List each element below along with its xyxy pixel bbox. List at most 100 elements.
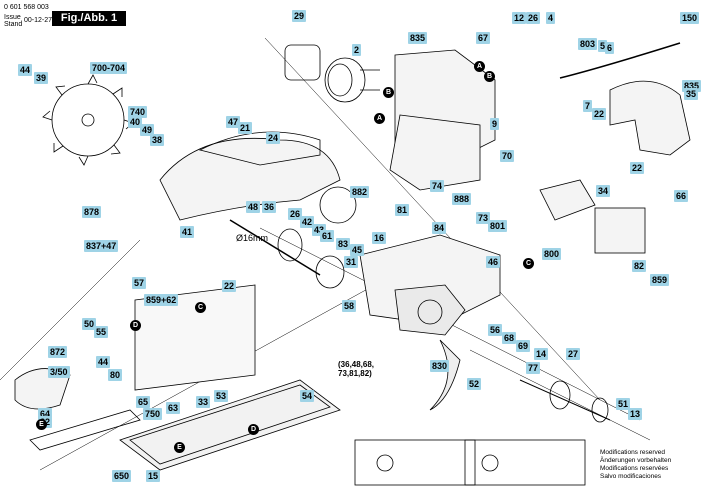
group-note: (36,48,68, 73,81,82) bbox=[338, 360, 375, 378]
part-number-label: 27 bbox=[566, 348, 581, 360]
part-number-label: 48 bbox=[246, 201, 261, 213]
part-number-label: 26 bbox=[526, 12, 541, 24]
part-number-label: 50 bbox=[82, 318, 97, 330]
part-number-label: 31 bbox=[344, 256, 359, 268]
part-number-label: 56 bbox=[488, 324, 503, 336]
part-number-label: 57 bbox=[132, 277, 147, 289]
part-number-label: 83 bbox=[336, 238, 351, 250]
part-number-label: 22 bbox=[592, 108, 607, 120]
part-number-label: 12 bbox=[512, 12, 527, 24]
part-number-label: 13 bbox=[628, 408, 643, 420]
saw-blade bbox=[42, 74, 134, 166]
part-number-label: 52 bbox=[467, 378, 482, 390]
part-number-label: 859+62 bbox=[144, 294, 179, 306]
part-number-label: 49 bbox=[140, 124, 155, 136]
part-number-label: 5 bbox=[598, 40, 608, 52]
part-number-label: 47 bbox=[226, 116, 241, 128]
part-number-label: 73 bbox=[476, 212, 491, 224]
part-number-label: 3/50 bbox=[48, 366, 70, 378]
part-number-label: 58 bbox=[342, 300, 357, 312]
part-number-label: 69 bbox=[516, 340, 531, 352]
note: Modifications reserved bbox=[600, 449, 666, 456]
part-number-label: 34 bbox=[596, 185, 611, 197]
part-number-label: 837+47 bbox=[84, 240, 119, 252]
part-number-label: 35 bbox=[684, 88, 699, 100]
part-number-label: 81 bbox=[395, 204, 410, 216]
part-number-label: 66 bbox=[674, 190, 689, 202]
part-number-label: 16 bbox=[372, 232, 387, 244]
note: Modifications reservées bbox=[600, 465, 669, 472]
part-number-label: 40 bbox=[128, 116, 143, 128]
part-number-label: 74 bbox=[430, 180, 445, 192]
part-number-label: 39 bbox=[34, 72, 49, 84]
issue-date: 00-12-27 bbox=[24, 17, 53, 24]
part-number-label: 830 bbox=[430, 360, 450, 372]
part-number-label: 700-704 bbox=[90, 62, 128, 74]
part-number-label: 46 bbox=[486, 256, 501, 268]
issue-label: Issue bbox=[4, 14, 21, 21]
part-number-label: 9 bbox=[490, 118, 500, 130]
callout-marker: B bbox=[484, 71, 495, 82]
modification-notes: Modifications reserved Änderungen vorbeh… bbox=[600, 449, 671, 481]
part-number-label: 44 bbox=[18, 64, 33, 76]
part-number-label: 803 bbox=[578, 38, 598, 50]
part-number-label: 740 bbox=[128, 106, 148, 118]
part-number-label: 63 bbox=[166, 402, 181, 414]
part-number-label: 77 bbox=[526, 362, 541, 374]
figure-title: Fig./Abb. 1 bbox=[52, 11, 126, 26]
part-number-label: 6 bbox=[605, 42, 615, 54]
stand-label: Stand bbox=[4, 21, 23, 28]
part-number-label: 84 bbox=[432, 222, 447, 234]
part-number-label: 22 bbox=[222, 280, 237, 292]
part-number-label: 882 bbox=[350, 186, 370, 198]
part-number-label: 80 bbox=[108, 369, 123, 381]
part-number-label: 21 bbox=[238, 122, 253, 134]
part-number-label: 38 bbox=[150, 134, 165, 146]
callout-marker: C bbox=[523, 258, 534, 269]
note: Salvo modificaciones bbox=[600, 473, 662, 480]
part-number-label: 55 bbox=[94, 326, 109, 338]
callout-marker: A bbox=[374, 113, 385, 124]
part-number-label: 29 bbox=[292, 10, 307, 22]
part-number-label: 801 bbox=[488, 220, 508, 232]
part-number-label: 800 bbox=[542, 248, 562, 260]
part-number-label: 835 bbox=[408, 32, 428, 44]
doc-number: 0 601 568 003 bbox=[4, 4, 49, 11]
callout-marker: D bbox=[248, 424, 259, 435]
callout-marker: B bbox=[383, 87, 394, 98]
part-number-label: 53 bbox=[214, 390, 229, 402]
part-number-label: 14 bbox=[534, 348, 549, 360]
part-number-label: 878 bbox=[82, 206, 102, 218]
part-number-label: 4 bbox=[546, 12, 556, 24]
part-number-label: 44 bbox=[96, 356, 111, 368]
part-number-label: 51 bbox=[616, 398, 631, 410]
part-number-label: 650 bbox=[112, 470, 132, 482]
callout-marker: D bbox=[130, 320, 141, 331]
part-number-label: 859 bbox=[650, 274, 670, 286]
part-number-label: 33 bbox=[196, 396, 211, 408]
callout-marker: A bbox=[474, 61, 485, 72]
part-number-label: 42 bbox=[300, 216, 315, 228]
part-number-label: 36 bbox=[262, 201, 277, 213]
part-number-label: 67 bbox=[476, 32, 491, 44]
callout-marker: C bbox=[195, 302, 206, 313]
callout-marker: E bbox=[36, 419, 47, 430]
part-number-label: 15 bbox=[146, 470, 161, 482]
part-number-label: 888 bbox=[452, 193, 472, 205]
armature bbox=[324, 57, 380, 103]
callout-marker: E bbox=[174, 442, 185, 453]
part-number-label: 24 bbox=[266, 132, 281, 144]
part-number-label: 54 bbox=[300, 390, 315, 402]
part-number-label: 750 bbox=[143, 408, 163, 420]
part-number-label: 45 bbox=[350, 244, 365, 256]
part-number-label: 150 bbox=[680, 12, 700, 24]
part-number-label: 872 bbox=[48, 346, 68, 358]
part-number-label: Ø16mm bbox=[236, 233, 269, 243]
part-number-label: 61 bbox=[320, 230, 335, 242]
part-number-label: 41 bbox=[180, 226, 195, 238]
part-number-label: 7 bbox=[583, 100, 593, 112]
part-number-label: 22 bbox=[630, 162, 645, 174]
note: Änderungen vorbehalten bbox=[600, 457, 672, 464]
